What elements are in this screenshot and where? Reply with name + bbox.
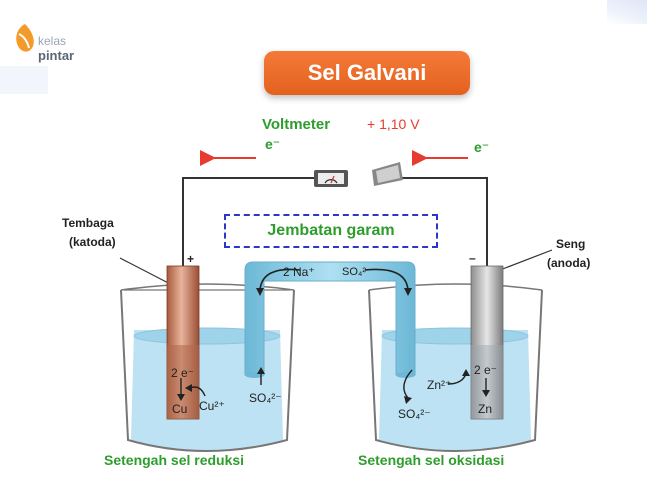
- right-metal: Zn: [478, 402, 493, 416]
- right-bridge-ion: SO₄²⁻: [398, 407, 431, 421]
- logo-word-kelas: kelas: [38, 34, 67, 48]
- decorative-corner: [607, 0, 647, 24]
- anode-name: Seng: [556, 237, 586, 251]
- electron-label-right: e⁻: [474, 139, 490, 155]
- wire-right: [400, 177, 488, 266]
- left-beaker: [120, 283, 295, 452]
- left-electrons: 2 e⁻: [171, 366, 195, 380]
- right-beaker: [368, 283, 543, 452]
- bridge-ion-na: 2 Na⁺: [283, 265, 315, 279]
- cathode-role: (katoda): [69, 235, 116, 249]
- decorative-band: [0, 66, 48, 94]
- logo-word-pintar: pintar: [38, 48, 75, 63]
- left-ion: Cu²⁺: [199, 399, 225, 413]
- left-cell-caption: Setengah sel reduksi: [104, 452, 245, 468]
- bridge-ion-so4: SO₄²⁻: [342, 266, 372, 278]
- cathode-sign: +: [187, 252, 195, 266]
- voltmeter-label: Voltmeter: [262, 116, 331, 133]
- left-bridge-ion: SO₄²⁻: [249, 391, 282, 405]
- voltmeter-value: + 1,10 V: [367, 116, 420, 132]
- kelas-pintar-logo: kelas pintar: [6, 14, 96, 64]
- right-ion: Zn²⁺: [427, 378, 452, 392]
- logo-icon: [16, 24, 34, 52]
- anode-role: (anoda): [547, 256, 591, 270]
- salt-bridge-label: Jembatan garam: [224, 214, 438, 248]
- page-title: Sel Galvani: [264, 51, 470, 95]
- right-electrons: 2 e⁻: [474, 363, 498, 377]
- electron-label-left: e⁻: [265, 136, 281, 152]
- cathode-name: Tembaga: [62, 216, 114, 230]
- left-metal: Cu: [172, 402, 188, 416]
- wire-left: [182, 177, 318, 266]
- voltmeter-icon: [314, 162, 403, 187]
- anode-sign: –: [469, 251, 476, 265]
- right-cell-caption: Setengah sel oksidasi: [358, 452, 505, 468]
